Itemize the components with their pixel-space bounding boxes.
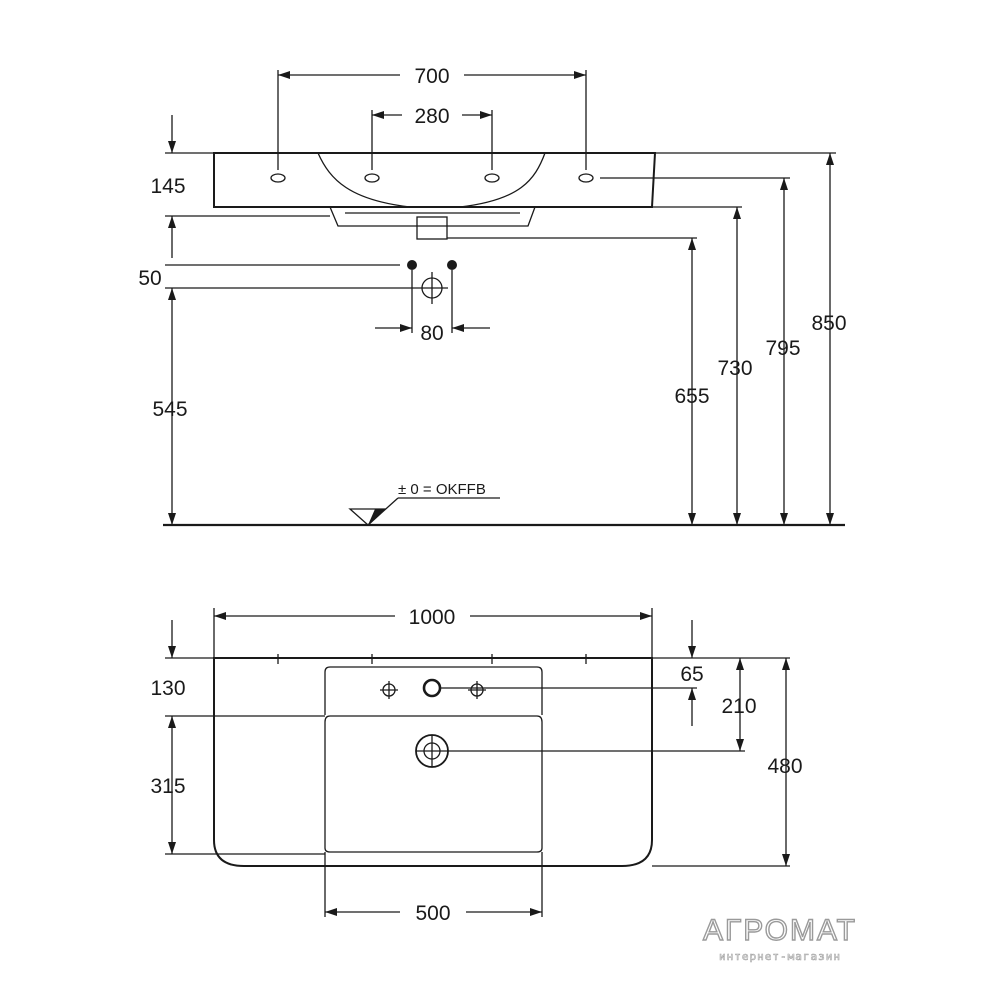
tap-hole	[364, 173, 380, 183]
dim-50: 50	[138, 267, 161, 290]
tap-holes-side	[270, 173, 594, 183]
basin-underside	[329, 206, 536, 227]
tap-hole	[578, 173, 594, 183]
basin-top-outline	[213, 657, 653, 867]
water-supply-dot	[447, 260, 457, 270]
dim-545: 545	[152, 398, 187, 421]
basin-side-profile	[213, 152, 657, 208]
dim-480: 480	[767, 755, 802, 778]
tap-hole	[484, 173, 500, 183]
tap-deck	[324, 666, 543, 715]
dim-280: 280	[414, 105, 449, 128]
dim-145: 145	[150, 175, 185, 198]
dim-850: 850	[811, 312, 846, 335]
waste-outlet	[416, 216, 448, 240]
dim-80: 80	[420, 322, 443, 345]
tap-hole	[270, 173, 286, 183]
dim-795: 795	[765, 337, 800, 360]
dim-210: 210	[721, 695, 756, 718]
side-view: 700 280 145 50 545 80	[138, 65, 847, 527]
top-view: 1000 130 315 65 210 480	[150, 606, 802, 925]
watermark-brand: АГРОМАТ	[703, 914, 857, 947]
water-supply-dot	[407, 260, 417, 270]
dim-700: 700	[414, 65, 449, 88]
dim-315: 315	[150, 775, 185, 798]
bowl-outline	[324, 715, 543, 853]
dim-730: 730	[717, 357, 752, 380]
floor-reference-label: ± 0 = OKFFB	[398, 481, 486, 498]
watermark-subtitle: интернет-магазин	[719, 950, 841, 963]
dim-65: 65	[680, 663, 703, 686]
dim-655: 655	[674, 385, 709, 408]
dim-130: 130	[150, 677, 185, 700]
dim-500: 500	[415, 902, 450, 925]
watermark: АГРОМАТ интернет-магазин	[702, 913, 857, 963]
basin-bowl-curve	[317, 152, 546, 208]
dim-1000: 1000	[409, 606, 456, 629]
